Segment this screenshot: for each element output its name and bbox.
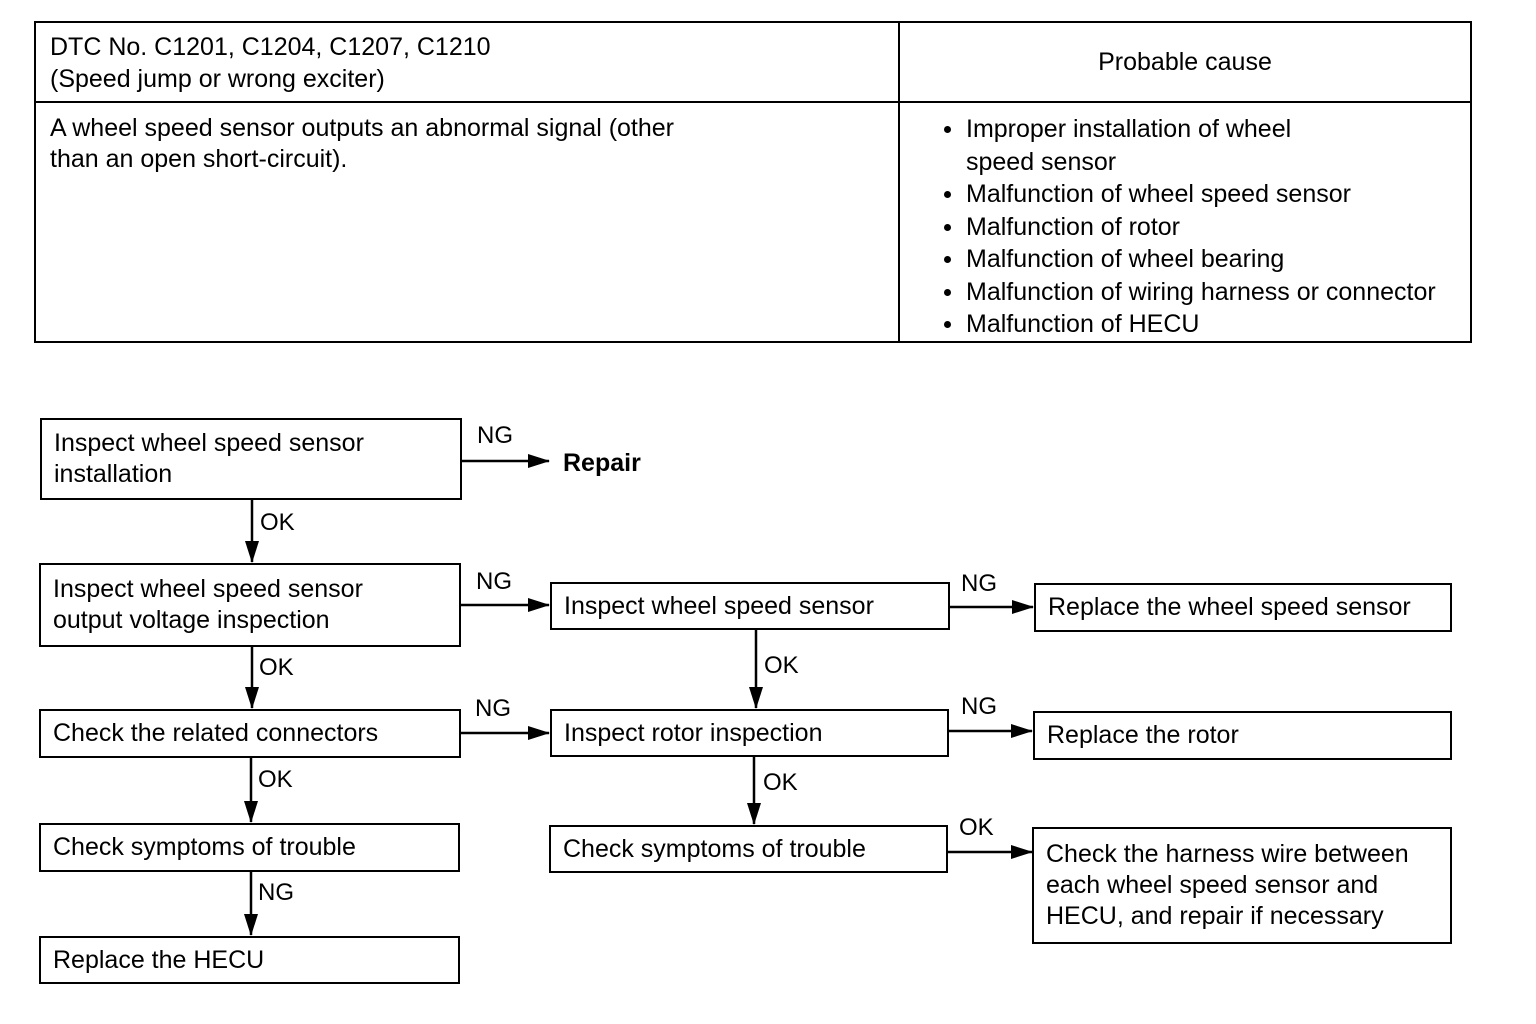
ng-label: NG (258, 879, 294, 906)
related-connectors-box: Check the related connectors (39, 709, 461, 758)
cause-text: Malfunction of wheel bearing (966, 245, 1285, 273)
cause-item: Malfunction of rotor (940, 211, 1470, 244)
replace-hecu-box: Replace the HECU (39, 936, 460, 984)
ok-label: OK (959, 814, 994, 841)
cause-item: Improper installation of wheel speed sen… (940, 113, 1470, 178)
dtc-header-cell: DTC No. C1201, C1204, C1207, C1210 (Spee… (34, 21, 900, 103)
ok-label: OK (764, 652, 799, 679)
cause-item: Malfunction of wiring harness or connect… (940, 276, 1470, 309)
ok-label: OK (259, 654, 294, 681)
causes-list: Improper installation of wheel speed sen… (900, 103, 1470, 341)
ng-label: NG (961, 693, 997, 720)
rotor-inspection-box: Inspect rotor inspection (550, 709, 949, 757)
cause-text: Improper installation of wheel speed sen… (966, 115, 1292, 176)
check-symptoms-left-box: Check symptoms of trouble (39, 823, 460, 872)
ng-label: NG (477, 422, 513, 449)
ng-label: NG (475, 695, 511, 722)
repair-label: Repair (563, 449, 641, 477)
cause-text: Malfunction of HECU (966, 310, 1200, 338)
causes-cell: Improper installation of wheel speed sen… (898, 101, 1472, 343)
condition-cell: A wheel speed sensor outputs an abnormal… (34, 101, 900, 343)
cause-item: Malfunction of HECU (940, 308, 1470, 341)
probable-cause-header: Probable cause (898, 21, 1472, 103)
ok-label: OK (260, 509, 295, 536)
cause-item: Malfunction of wheel bearing (940, 243, 1470, 276)
ok-label: OK (763, 769, 798, 796)
table-body-row: A wheel speed sensor outputs an abnormal… (34, 101, 1472, 343)
inspect-installation-box: Inspect wheel speed sensor installation (40, 418, 462, 500)
check-harness-box: Check the harness wire between each whee… (1032, 827, 1452, 944)
ng-label: NG (476, 568, 512, 595)
ok-label: OK (258, 766, 293, 793)
cause-text: Malfunction of rotor (966, 212, 1180, 241)
ng-label: NG (961, 570, 997, 597)
cause-item: Malfunction of wheel speed sensor (940, 178, 1470, 211)
inspect-sensor-box: Inspect wheel speed sensor (550, 582, 950, 630)
replace-sensor-box: Replace the wheel speed sensor (1034, 583, 1452, 632)
condition-text-line1: A wheel speed sensor outputs an abnormal… (50, 114, 674, 142)
cause-text: Malfunction of wiring harness or connect… (966, 277, 1436, 306)
check-symptoms-middle-box: Check symptoms of trouble (549, 825, 948, 873)
dtc-table: DTC No. C1201, C1204, C1207, C1210 (Spee… (34, 21, 1472, 343)
output-voltage-box: Inspect wheel speed sensor output voltag… (39, 563, 461, 647)
table-header-row: DTC No. C1201, C1204, C1207, C1210 (Spee… (34, 21, 1472, 103)
replace-rotor-box: Replace the rotor (1033, 711, 1452, 760)
dtc-number: DTC No. C1201, C1204, C1207, C1210 (50, 33, 491, 61)
condition-text-line2: than an open short-circuit). (50, 145, 348, 173)
cause-text: Malfunction of wheel speed sensor (966, 180, 1351, 208)
dtc-description-title: (Speed jump or wrong exciter) (50, 65, 385, 93)
